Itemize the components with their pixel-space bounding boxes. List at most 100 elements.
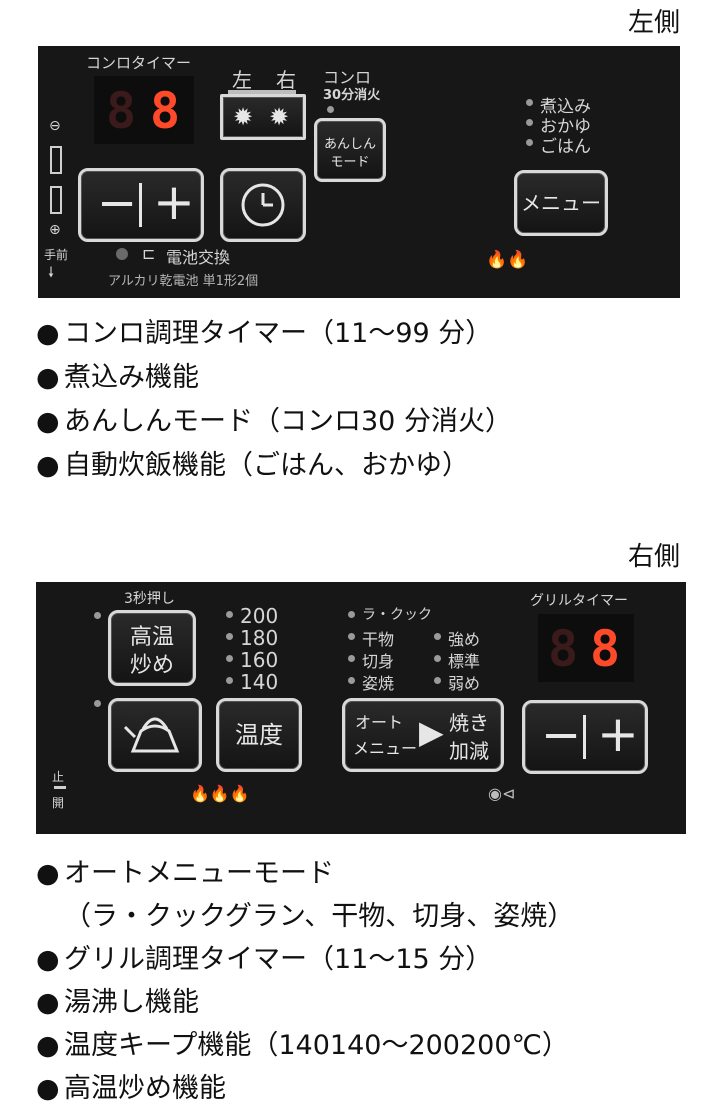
auto-menu-yakikagen-button[interactable]: オート メニュー ▶ 焼き 加減 (342, 698, 504, 772)
feature-item: ●コンロ調理タイマー（11〜99 分） (36, 318, 493, 349)
kagen-label: 加減 (449, 739, 489, 763)
grill-plus-button[interactable]: + (597, 705, 639, 763)
grill-timer-display: 8 8 (538, 614, 634, 682)
konro-minus-plus-button[interactable]: − + (78, 168, 204, 242)
konro-plus-button[interactable]: + (153, 173, 195, 231)
yaki-led (434, 633, 441, 640)
battery-icon: ⊏ (142, 244, 156, 263)
konro-timer-label: コンロタイマー (86, 54, 192, 72)
temae-label: 手前 (44, 248, 69, 262)
feature-item: ●温度キープ機能（140140〜200200℃） (36, 1030, 569, 1061)
feature-item: ●オートメニューモード (36, 858, 334, 889)
auto-label: オート (355, 713, 404, 732)
valve-indicator (54, 786, 66, 789)
divider (583, 715, 586, 759)
grill-led (348, 633, 355, 640)
left-side-title: 左側 (627, 8, 680, 38)
feature-item: ●湯沸し機能 (36, 987, 199, 1018)
konro-30min-label: 30分消火 (323, 88, 381, 103)
koon-itame-button[interactable]: 高温 炒め (108, 610, 196, 686)
temp-140: 140 (240, 670, 279, 694)
mode-label: モード (330, 155, 370, 170)
koon-label: 高温 (129, 625, 174, 650)
feature-item: ●高温炒め機能 (36, 1073, 226, 1104)
flame-scale-bar-1 (50, 146, 62, 174)
temp-led (226, 677, 233, 684)
fish-icon: ◉⊲ (488, 784, 516, 803)
temp-160: 160 (240, 648, 279, 672)
left-burner-label: 左 (232, 68, 252, 92)
grill-led (348, 611, 355, 618)
left-feature-list: ●コンロ調理タイマー（11〜99 分） ●煮込み機能 ●あんしんモード（コンロ3… (36, 312, 512, 488)
grill-digit-dim: 8 (548, 620, 578, 678)
right-burner-icon: ✹ (269, 103, 290, 131)
burner-select-button[interactable]: ✹ ✹ (220, 94, 306, 140)
temp-200: 200 (240, 604, 279, 628)
feature-item: （ラ・クックグラン、干物、切身、姿焼） (64, 901, 575, 932)
anshin-mode-button[interactable]: あんしん モード (314, 118, 386, 182)
kettle-icon (123, 717, 180, 753)
menu-option-nikomi: 煮込み (540, 97, 591, 117)
feature-item: ●グリル調理タイマー（11〜15 分） (36, 944, 493, 975)
timer-digit: 8 (150, 82, 180, 140)
grill-option-lacook: ラ・クック (362, 607, 432, 623)
menu-option-led (526, 119, 533, 126)
battery-note: アルカリ乾電池 単1形2個 (108, 274, 259, 289)
menu-button[interactable]: メニュー (514, 170, 608, 236)
konro-minus-button[interactable]: − (97, 175, 138, 231)
open-label: 開 (52, 796, 65, 810)
yaki-label: 焼き (449, 711, 489, 735)
menu-option-gohan: ごはん (540, 137, 591, 157)
flame-triple-icon: 🔥🔥🔥 (190, 784, 250, 803)
kettle-button[interactable] (108, 698, 202, 772)
right-side-title: 右側 (627, 542, 680, 572)
flame-icon: 🔥🔥 (486, 250, 529, 270)
feature-item: ●自動炊飯機能（ごはん、おかゆ） (36, 450, 469, 481)
ondo-button[interactable]: 温度 (216, 698, 302, 772)
grill-option-sugatayaki: 姿焼 (362, 674, 395, 693)
stop-label: 止 (52, 770, 65, 784)
yaki-led (434, 677, 441, 684)
timer-digit-dim: 8 (106, 82, 136, 140)
press-3sec-label: 3秒押し (124, 591, 175, 607)
right-control-panel: 3秒押し 高温 炒め 200 180 160 140 ラ・クック 干物 切身 姿… (36, 582, 686, 834)
menu-label: メニュー (353, 739, 418, 758)
yaki-standard: 標準 (448, 652, 481, 671)
feature-item: ●煮込み機能 (36, 362, 199, 393)
menu-option-okayu: おかゆ (540, 117, 591, 137)
burner-select-indicator (228, 90, 296, 94)
clock-icon (241, 183, 285, 227)
left-burner-icon: ✹ (233, 103, 254, 131)
anshin-label: あんしん (323, 137, 376, 152)
koon-led (94, 612, 101, 619)
yaki-weak: 弱め (448, 674, 481, 693)
divider (139, 183, 142, 227)
konro-label: コンロ (323, 68, 372, 87)
grill-option-himono: 干物 (362, 630, 395, 649)
down-arrow-icon: 🠗 (48, 265, 55, 281)
menu-option-led (526, 99, 533, 106)
grill-led (348, 677, 355, 684)
yaki-strong: 強め (448, 630, 481, 649)
timer-clock-button[interactable] (220, 168, 306, 242)
temp-led (226, 633, 233, 640)
itame-label: 炒め (129, 653, 174, 678)
arrow-right-icon: ▶ (419, 713, 444, 751)
grill-minus-plus-button[interactable]: − + (522, 700, 648, 774)
flame-plus-icon: ⊕ (49, 222, 61, 238)
flame-scale-bar-2 (50, 186, 62, 214)
grill-option-kirimi: 切身 (362, 652, 395, 671)
anshin-led (327, 106, 334, 113)
yaki-led (434, 655, 441, 662)
grill-minus-button[interactable]: − (541, 707, 582, 763)
left-control-panel: コンロタイマー 8 8 左 右 ✹ ✹ コンロ 30分消火 あんしん モード 煮… (38, 46, 680, 298)
grill-led (348, 655, 355, 662)
right-feature-list: ●オートメニューモード （ラ・クックグラン、干物、切身、姿焼） ●グリル調理タイ… (36, 852, 574, 1110)
grill-timer-label: グリルタイマー (530, 593, 628, 609)
battery-label: 電池交換 (166, 248, 231, 267)
temp-led (226, 655, 233, 662)
menu-option-led (526, 139, 533, 146)
flame-minus-icon: ⊖ (49, 118, 61, 134)
battery-led (116, 248, 128, 260)
temp-180: 180 (240, 626, 279, 650)
